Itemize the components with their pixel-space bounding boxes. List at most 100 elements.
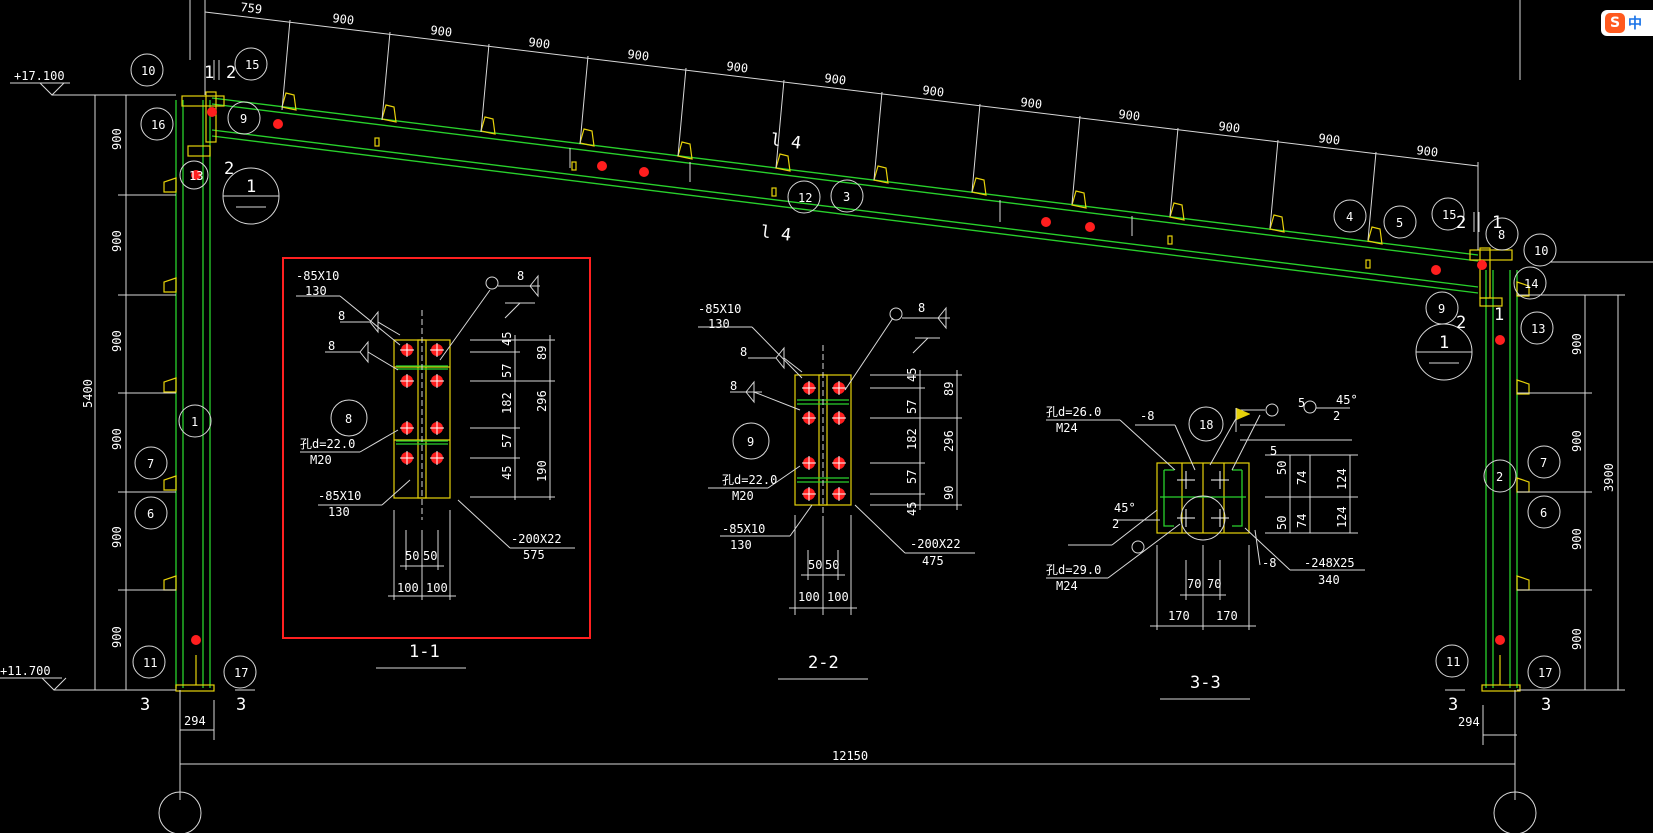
left-height-dimensions: 900 900 900 900 900 900 5400: [81, 94, 176, 691]
right-dim: 900: [1570, 430, 1584, 452]
callout: 15: [1442, 208, 1456, 222]
callout: 7: [147, 457, 154, 471]
cut-mark: 2: [1456, 313, 1466, 333]
bolt-label: M20: [310, 453, 332, 467]
rafter-dim: 900: [1020, 95, 1043, 112]
purlin-cleats: [281, 92, 1383, 269]
rafter-dim: 900: [922, 83, 945, 100]
plate-length: 130: [730, 538, 752, 552]
cut-mark: 1: [204, 63, 214, 83]
rafter-dim: 900: [627, 47, 650, 64]
col-width-right: 294: [1458, 715, 1480, 729]
hole-label: 孔d=26.0: [1046, 405, 1101, 419]
group-dim: 89: [942, 382, 956, 396]
weld-size: 8: [328, 339, 335, 353]
callout: 13: [189, 169, 203, 183]
callout: 9: [1438, 302, 1445, 316]
left-total-dim: 5400: [81, 379, 95, 408]
group-dim: 190: [535, 460, 549, 482]
bolt-label: M24: [1056, 579, 1078, 593]
end-plate-label: -200X22: [511, 532, 562, 546]
weld-size: 8: [730, 379, 737, 393]
right-dim: 900: [1570, 528, 1584, 550]
group-dim: 124: [1335, 506, 1349, 528]
callout: 5: [1396, 216, 1403, 230]
cut-mark: 3: [236, 695, 246, 715]
section-cut-marks: 1 2 2 2 1 1 2 3 3 3 3 l 4 l 4: [137, 0, 1558, 715]
stiffener-label: -8: [1140, 409, 1154, 423]
plate-length: 130: [305, 284, 327, 298]
pitch-dim: 182: [905, 428, 919, 450]
ime-mode: 中: [1628, 16, 1642, 32]
weld-size: 8: [338, 309, 345, 323]
rafter-dim: 900: [1218, 119, 1241, 136]
base-plate-label: -248X25: [1304, 556, 1355, 570]
plate-length: 130: [708, 317, 730, 331]
callout: 7: [1540, 456, 1547, 470]
cut-mark: 2: [1456, 213, 1466, 233]
edge-dim: 170: [1168, 609, 1190, 623]
elevation-top-label: +17.100: [14, 69, 65, 83]
bevel-angle: 45°: [1114, 501, 1136, 515]
sogou-ime-icon[interactable]: S 中: [1601, 10, 1653, 36]
pitch-dim: 182: [500, 392, 514, 414]
plate-label: -85X10: [722, 522, 765, 536]
rafter-dim: 900: [1118, 107, 1141, 124]
hole-label: 孔d=22.0: [300, 437, 355, 451]
cut-mark: 2: [224, 159, 234, 179]
rafter-dim: 900: [1416, 143, 1439, 160]
left-dim: 900: [110, 128, 124, 150]
plate-length: 130: [328, 505, 350, 519]
elevation-bottom-label: +11.700: [0, 664, 51, 678]
pitch-dim: 57: [500, 364, 514, 378]
callout: 4: [1346, 210, 1353, 224]
callout: 8: [345, 412, 352, 426]
edge-dim: 100: [827, 590, 849, 604]
cut-mark: 3: [1448, 695, 1458, 715]
detail-1-1[interactable]: 45 57 182 57 45 89 296 190 50 50 100 100: [282, 257, 591, 669]
plate-label: -85X10: [698, 302, 741, 316]
end-plate-length: 475: [922, 554, 944, 568]
detail-ref: 1: [246, 177, 256, 197]
left-dim: 900: [110, 230, 124, 252]
rafter-beam: [211, 97, 1479, 294]
section-title: 2-2: [808, 653, 839, 673]
portal-frame: [163, 91, 1530, 692]
pitch-dim: 45: [500, 332, 514, 346]
weld-size: 8: [918, 301, 925, 315]
stiffener-label: -8: [1262, 556, 1276, 570]
base-plate-length: 340: [1318, 573, 1340, 587]
gauge-dim: 70: [1187, 577, 1201, 591]
cut-mark: 1: [1494, 305, 1504, 325]
knee-joint-left: [181, 91, 225, 157]
group-dim: 89: [535, 346, 549, 360]
bevel-angle: 45°: [1336, 393, 1358, 407]
weld-size: 5: [1298, 396, 1305, 410]
section-title: 3-3: [1190, 673, 1221, 693]
callout: 1: [191, 415, 198, 429]
gauge-dim: 70: [1207, 577, 1221, 591]
pitch-dim: 57: [500, 434, 514, 448]
left-dim: 900: [110, 330, 124, 352]
callout: 18: [1199, 418, 1213, 432]
cut-mark: 1: [1492, 213, 1502, 233]
cut-mark: 3: [1541, 695, 1551, 715]
weld-size: 8: [517, 269, 524, 283]
rafter-dim: 900: [726, 59, 749, 76]
edge-dim: 100: [426, 581, 448, 595]
pitch-dim: 74: [1295, 471, 1309, 485]
callout: 17: [234, 666, 248, 680]
bolt-label: M24: [1056, 421, 1078, 435]
left-dim: 900: [110, 428, 124, 450]
pitch-dim: 74: [1295, 514, 1309, 528]
pitch-dim: 50: [1275, 516, 1289, 530]
gauge-dim: 50: [423, 549, 437, 563]
callout: 8: [1498, 228, 1505, 242]
callout: 9: [240, 112, 247, 126]
gauge-dim: 50: [825, 558, 839, 572]
detail-2-2[interactable]: 45 57 182 57 45 89 296 90 50 50 100 100: [698, 301, 975, 680]
detail-3-3[interactable]: 18: [1046, 393, 1365, 700]
callout: 17: [1538, 666, 1552, 680]
pitch-dim: 50: [1275, 461, 1289, 475]
